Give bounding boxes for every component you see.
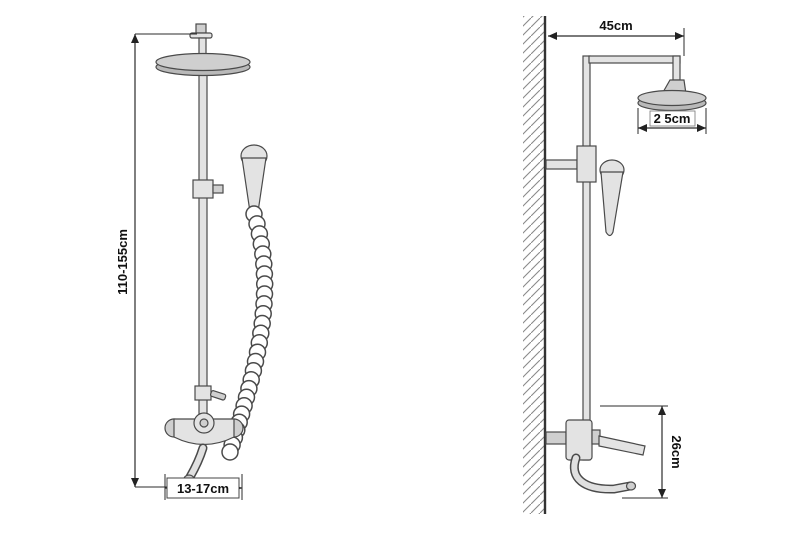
mixer-lever (598, 435, 646, 456)
slider-knob (212, 184, 224, 194)
head-top (155, 52, 251, 72)
spout-tip (625, 481, 637, 491)
mixer-valve (164, 412, 244, 446)
mixer-height-label: 26cm (669, 435, 684, 468)
left-elevation-view: 110-155cm 13-17cm (115, 23, 274, 500)
wall-hatching (523, 16, 547, 514)
wall-bracket (545, 145, 597, 183)
slider-body (192, 179, 214, 199)
spout-fill (571, 455, 633, 493)
mixer-body-side (565, 419, 593, 461)
top-connector (195, 23, 207, 34)
top-width-dimension: 45cm (548, 18, 685, 56)
head-width-dimension: 2 5cm (637, 108, 707, 134)
label-box (649, 110, 696, 127)
mixer-valve-side (545, 419, 646, 461)
right-side-view: 2 5cm 45cm (523, 16, 707, 514)
wall-hatch-area (523, 16, 545, 514)
hand-shower-handle (600, 171, 624, 237)
diverter-lever (209, 390, 227, 401)
width-dimension: 13-17cm (164, 474, 243, 500)
top-width-label: 45cm (599, 18, 632, 33)
head-width-label: 2 5cm (654, 111, 691, 126)
slider-clamp (576, 145, 597, 183)
tub-spout-side (569, 453, 637, 494)
hand-shower-side (599, 159, 625, 237)
mixer-height-dimension: 26cm (600, 405, 684, 499)
hose-ring (221, 443, 239, 461)
bracket-arm (545, 159, 578, 170)
wall-mount (545, 431, 567, 445)
riser-pipe-side (582, 55, 591, 461)
width-dimension-label: 13-17cm (177, 481, 229, 496)
rain-shower-head (155, 52, 251, 77)
mixer-handle-hub (199, 418, 209, 428)
rain-shower-head-side (637, 79, 707, 112)
top-horizontal-pipe (588, 55, 681, 64)
diverter (194, 385, 227, 401)
height-dimension-label: 110-155cm (115, 229, 130, 295)
slider-bracket (192, 179, 224, 199)
label-box (166, 477, 240, 499)
head-top-side (637, 89, 707, 107)
elbow-down-pipe (672, 55, 681, 81)
diverter-body (194, 385, 212, 401)
